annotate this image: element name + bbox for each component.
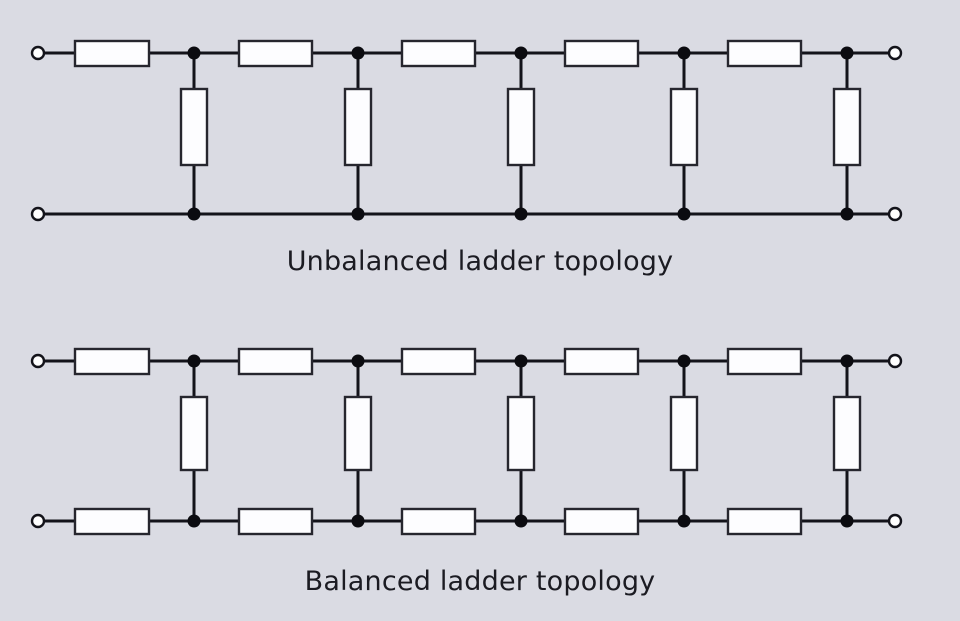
terminal-input-bottom-unbalanced[interactable] [30,206,46,222]
series-resistor-bottom-3 [400,507,477,536]
shunt-resistor-1 [179,87,209,167]
junction-node-bottom-3 [514,207,528,221]
junction-node-top-3 [514,354,528,368]
terminal-input-top-unbalanced[interactable] [30,45,46,61]
junction-node-top-4 [677,46,691,60]
series-resistor-bottom-4 [563,507,640,536]
junction-node-bottom-2 [351,514,365,528]
terminal-input-bottom-balanced[interactable] [30,513,46,529]
junction-node-bottom-2 [351,207,365,221]
shunt-resistor-5 [832,395,862,472]
junction-node-bottom-5 [840,207,854,221]
junction-node-top-4 [677,354,691,368]
terminal-output-bottom-balanced[interactable] [887,513,903,529]
series-resistor-bottom-1 [73,507,151,536]
shunt-resistor-3 [506,395,536,472]
junction-node-bottom-5 [840,514,854,528]
series-resistor-top-3 [400,39,477,68]
series-resistor-top-4 [563,347,640,376]
ladder-figure-balanced [30,347,903,536]
junction-node-top-5 [840,46,854,60]
terminal-output-top-balanced[interactable] [887,353,903,369]
terminal-output-top-unbalanced[interactable] [887,45,903,61]
shunt-resistor-2 [343,87,373,167]
terminal-output-bottom-unbalanced[interactable] [887,206,903,222]
junction-node-bottom-4 [677,514,691,528]
series-resistor-top-5 [726,347,803,376]
series-resistor-top-2 [237,39,314,68]
shunt-resistor-4 [669,395,699,472]
junction-node-bottom-3 [514,514,528,528]
series-resistor-top-2 [237,347,314,376]
shunt-resistor-2 [343,395,373,472]
junction-node-bottom-1 [187,207,201,221]
junction-node-top-3 [514,46,528,60]
junction-node-top-1 [187,354,201,368]
series-resistor-top-5 [726,39,803,68]
series-resistor-bottom-5 [726,507,803,536]
shunt-resistor-1 [179,395,209,472]
series-resistor-top-3 [400,347,477,376]
series-resistor-bottom-2 [237,507,314,536]
junction-node-top-2 [351,46,365,60]
series-resistor-top-4 [563,39,640,68]
junction-node-bottom-1 [187,514,201,528]
shunt-resistor-3 [506,87,536,167]
junction-node-top-2 [351,354,365,368]
ladder-figure-unbalanced [30,39,903,222]
shunt-resistor-4 [669,87,699,167]
series-resistor-top-1 [73,39,151,68]
junction-node-top-1 [187,46,201,60]
terminal-input-top-balanced[interactable] [30,353,46,369]
caption-balanced-ladder: Balanced ladder topology [304,566,656,597]
junction-node-bottom-4 [677,207,691,221]
caption-unbalanced-ladder: Unbalanced ladder topology [286,246,674,277]
shunt-resistor-5 [832,87,862,167]
series-resistor-top-1 [73,347,151,376]
junction-node-top-5 [840,354,854,368]
